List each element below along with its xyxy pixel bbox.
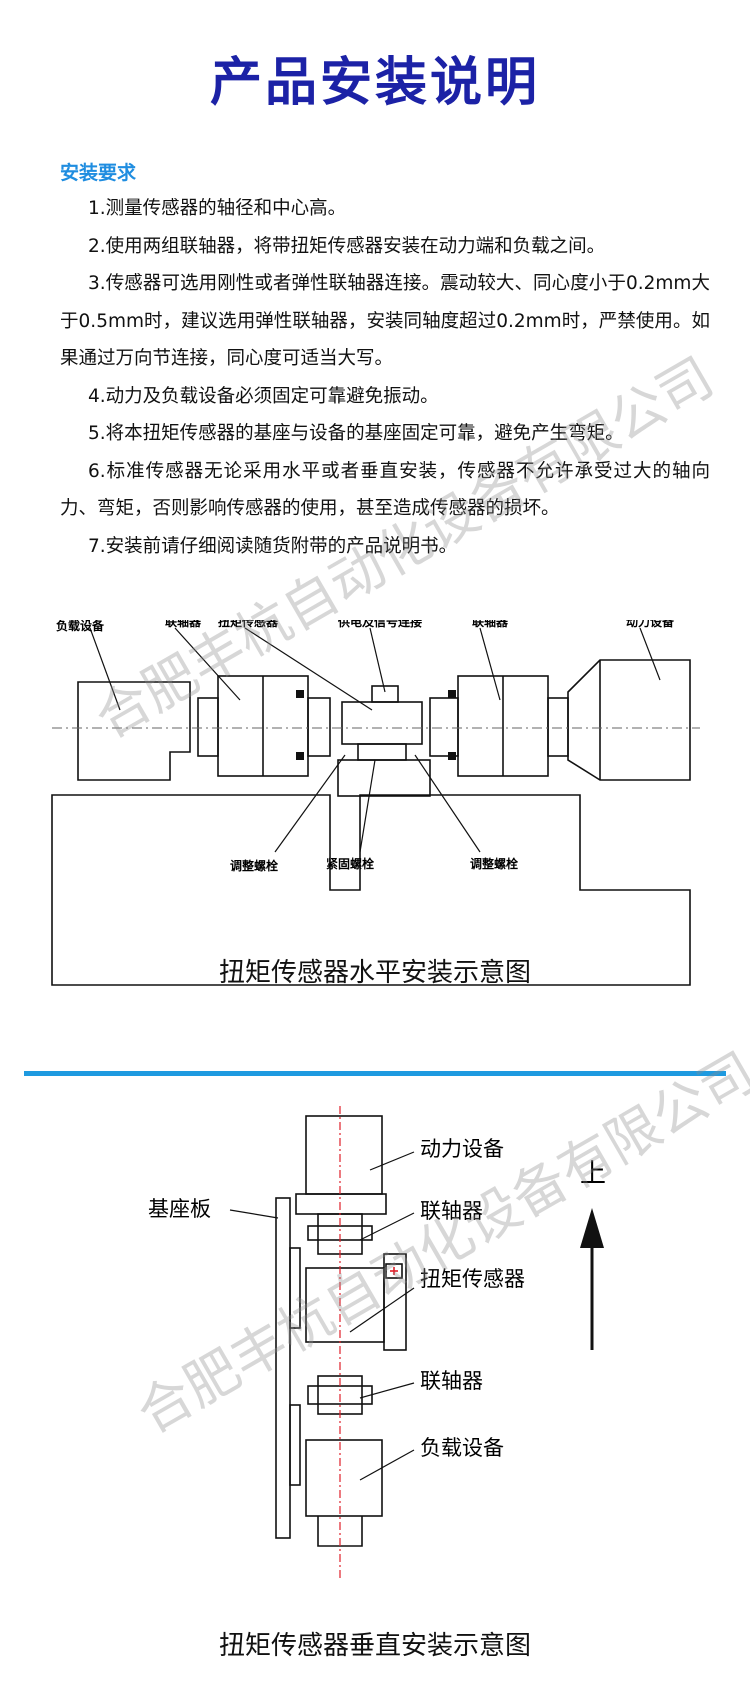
requirement-item: 1.测量传感器的轴径和中心高。	[88, 198, 347, 219]
vertical-diagram-caption: 扭矩传感器垂直安装示意图	[218, 1631, 531, 1661]
requirement-item: 3.传感器可选用刚性或者弹性联轴器连接。震动较大、同心度小于0.2mm大于0.5…	[60, 273, 710, 369]
vertical-install-diagram: 动力设备 基座板 联轴器 扭矩传感器 联轴器 负载设备 上	[148, 1106, 606, 1580]
label-load-device-v: 负载设备	[420, 1436, 504, 1460]
label-torque-sensor: 扭矩传感器	[218, 620, 279, 629]
label-coupling-top: 联轴器	[420, 1199, 483, 1223]
label-power-device-v: 动力设备	[420, 1137, 504, 1161]
requirement-item: 2.使用两组联轴器，将带扭矩传感器安装在动力端和负载之间。	[88, 235, 606, 257]
label-coupling-bottom: 联轴器	[420, 1369, 483, 1393]
horizontal-diagram-caption: 扭矩传感器水平安装示意图	[218, 958, 531, 988]
requirement-item: 5.将本扭矩传感器的基座与设备的基座固定可靠，避免产生弯矩。	[88, 423, 624, 444]
horizontal-install-diagram: 负载设备 联轴器 扭矩传感器 供电及信号连接 联轴器 动力设备 调整螺栓 紧固螺…	[51, 620, 700, 986]
requirement-item: 7.安装前请仔细阅读随货附带的产品说明书。	[88, 535, 458, 557]
requirement-item: 6.标准传感器无论采用水平或者垂直安装，传感器不允许承受过大的轴向力、弯矩，否则…	[60, 460, 710, 520]
requirements-list: 1.测量传感器的轴径和中心高。 2.使用两组联轴器，将带扭矩传感器安装在动力端和…	[60, 190, 710, 565]
label-base-plate: 基座板	[148, 1197, 211, 1221]
requirement-item: 4.动力及负载设备必须固定可靠避免振动。	[88, 385, 439, 407]
label-coupling-left: 联轴器	[165, 620, 202, 629]
label-signal-connection: 供电及信号连接	[337, 620, 422, 629]
section-divider	[24, 1071, 726, 1076]
page-title: 产品安装说明	[209, 53, 540, 113]
label-coupling-right: 联轴器	[472, 620, 509, 629]
label-adjust-bolt-right: 调整螺栓	[470, 856, 518, 871]
section-heading: 安装要求	[60, 162, 137, 184]
label-adjust-bolt-left: 调整螺栓	[230, 858, 278, 873]
label-load-device: 负载设备	[56, 620, 105, 633]
label-power-device: 动力设备	[626, 620, 675, 629]
label-torque-sensor-v: 扭矩传感器	[420, 1267, 525, 1291]
label-fasten-bolt: 紧固螺栓	[326, 856, 374, 871]
label-up: 上	[580, 1159, 606, 1189]
